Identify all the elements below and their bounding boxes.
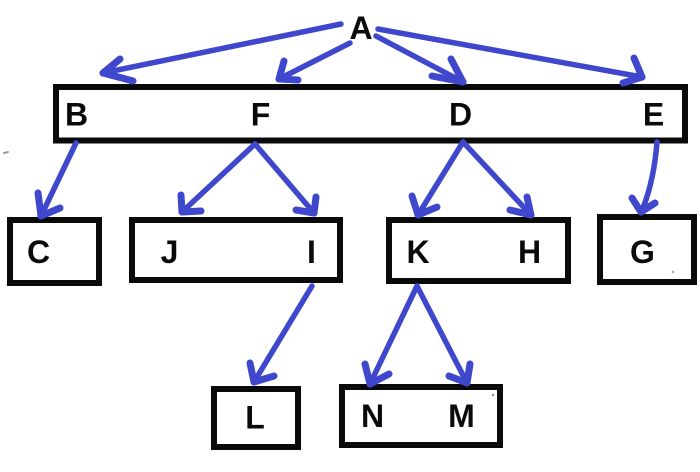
svg-text:A: A	[349, 10, 372, 46]
svg-text:J: J	[161, 234, 179, 270]
svg-text:F: F	[251, 97, 271, 133]
svg-text:N: N	[361, 398, 384, 434]
svg-text:C: C	[27, 234, 50, 270]
svg-text:H: H	[518, 234, 541, 270]
svg-text:B: B	[65, 97, 88, 133]
svg-text:G: G	[630, 234, 655, 270]
svg-text:I: I	[307, 234, 316, 270]
svg-text:D: D	[449, 97, 472, 133]
svg-text:K: K	[406, 234, 429, 270]
svg-text:L: L	[245, 400, 265, 436]
svg-text:M: M	[448, 398, 475, 434]
svg-text:E: E	[643, 97, 664, 133]
